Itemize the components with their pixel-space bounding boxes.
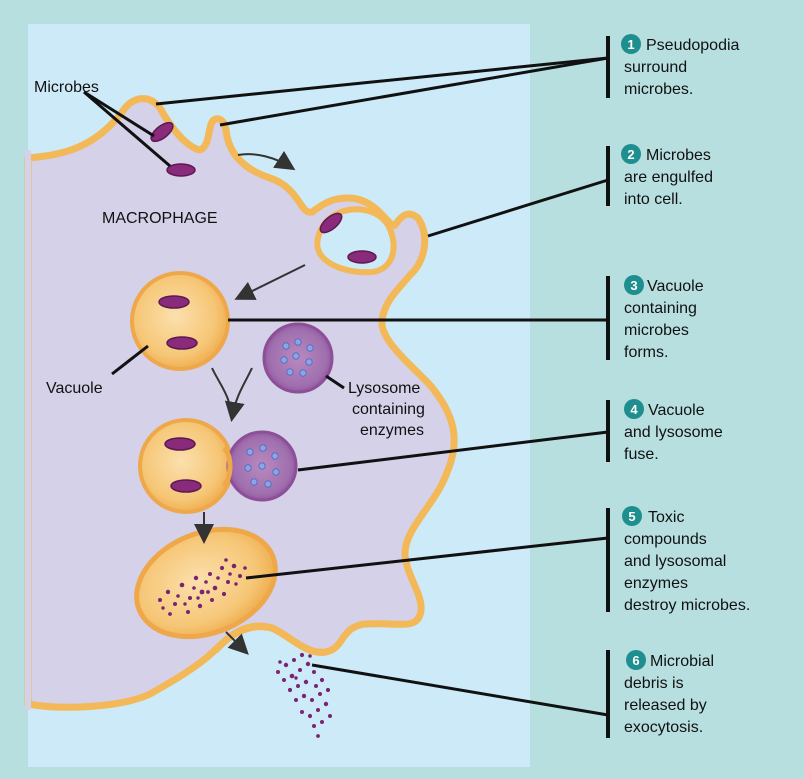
microbe bbox=[347, 250, 377, 264]
step-number: 1 bbox=[627, 37, 634, 52]
macrophage-label: MACROPHAGE bbox=[102, 210, 218, 227]
lysosome bbox=[262, 322, 334, 394]
lysosome-leader bbox=[325, 374, 345, 390]
lysosome-label: Lysosome containing enzymes bbox=[348, 380, 429, 439]
step-badge bbox=[626, 650, 646, 670]
microbe bbox=[150, 121, 174, 143]
process-arrow bbox=[225, 631, 249, 655]
microbes-leader bbox=[83, 90, 171, 168]
released-debris bbox=[276, 652, 332, 738]
step-number: 2 bbox=[627, 147, 634, 162]
step-badge bbox=[624, 275, 644, 295]
step-number: 5 bbox=[628, 509, 635, 524]
step-number: 6 bbox=[632, 653, 639, 668]
vacuole-leader bbox=[111, 344, 149, 376]
step5-connector bbox=[245, 536, 609, 580]
microbes-label: Microbes bbox=[34, 79, 99, 96]
step-number: 4 bbox=[630, 402, 638, 417]
step-description: Pseudopodia surround microbes. bbox=[624, 37, 744, 98]
step-description: Microbes are engulfed into cell. bbox=[624, 147, 717, 208]
step-description: Toxic compounds and lysosomal enzymes de… bbox=[624, 509, 750, 614]
step-4: 4 Vacuole and lysosome fuse. bbox=[624, 399, 727, 463]
step1-connector bbox=[155, 56, 609, 106]
step-6: 6 Microbial debris is released by exocyt… bbox=[624, 650, 718, 736]
phagolysosome bbox=[134, 526, 278, 640]
step-badge bbox=[621, 144, 641, 164]
step-description: Microbial debris is released by exocytos… bbox=[624, 653, 718, 736]
merge-arrow bbox=[224, 367, 253, 422]
step-badge bbox=[622, 506, 642, 526]
step-description: Vacuole containing microbes forms. bbox=[624, 278, 708, 361]
process-arrow bbox=[234, 264, 306, 300]
step-2: 2 Microbes are engulfed into cell. bbox=[621, 144, 717, 208]
process-arrow bbox=[237, 150, 296, 171]
cell-edge-mask bbox=[25, 150, 31, 710]
vacuole bbox=[130, 271, 230, 371]
step-5: 5 Toxic compounds and lysosomal enzymes … bbox=[622, 506, 750, 614]
step2-connector bbox=[427, 178, 609, 238]
step-badge bbox=[621, 34, 641, 54]
step-3: 3 Vacuole containing microbes forms. bbox=[624, 275, 708, 361]
step1-connector bbox=[219, 56, 609, 127]
microbe bbox=[319, 212, 343, 234]
microbe bbox=[166, 163, 196, 177]
step-1: 1 Pseudopodia surround microbes. bbox=[621, 34, 744, 98]
step4-connector bbox=[297, 430, 609, 472]
step-number: 3 bbox=[630, 278, 637, 293]
step-description: Vacuole and lysosome fuse. bbox=[624, 402, 727, 463]
microbes-leader bbox=[83, 90, 155, 138]
step6-connector bbox=[311, 663, 609, 717]
vacuole-label: Vacuole bbox=[46, 380, 103, 397]
fusing-vacuole-lysosome bbox=[138, 418, 298, 514]
step-badge bbox=[624, 399, 644, 419]
